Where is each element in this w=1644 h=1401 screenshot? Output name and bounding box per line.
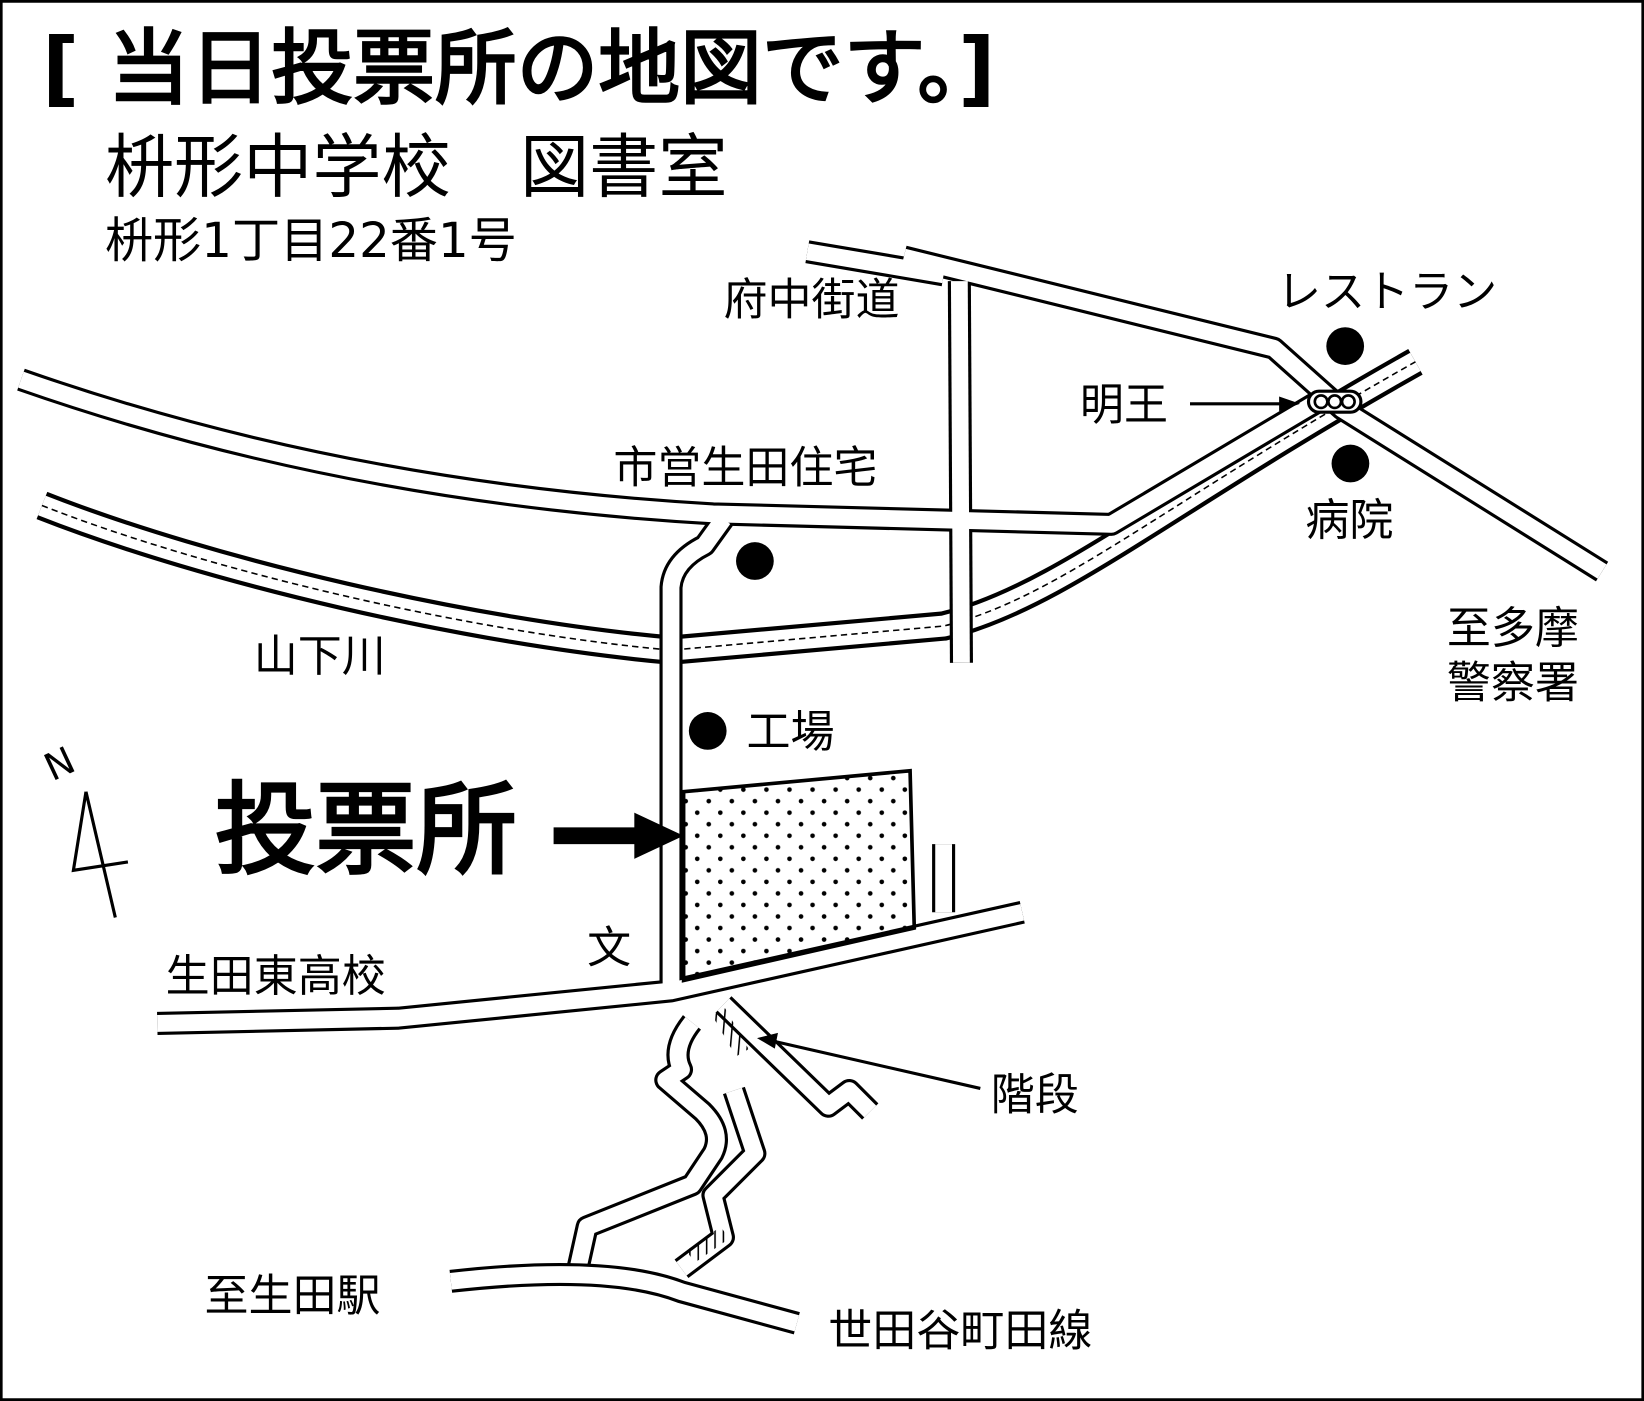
venue-name: 枡形中学校 図書室	[105, 128, 728, 208]
school-symbol: 文	[587, 923, 631, 974]
label-factory: 工場	[747, 707, 835, 758]
label-rail-line: 世田谷町田線	[828, 1305, 1092, 1356]
polling-place-area[interactable]	[681, 768, 917, 983]
stairs-lower	[686, 1226, 730, 1263]
stairs	[712, 1008, 749, 1057]
meio-arrow-icon	[1190, 396, 1301, 412]
label-polling-place: 投票所	[215, 772, 517, 889]
label-shiei-housing: 市営生田住宅	[613, 442, 877, 493]
factory-dot	[688, 712, 727, 750]
polling-place-arrow-icon	[553, 812, 684, 859]
label-hospital: 病院	[1305, 495, 1393, 546]
label-to-police-2: 警察署	[1447, 657, 1579, 708]
label-fuchu-kaido: 府中街道	[723, 275, 899, 326]
map-title: [ 当日投票所の地図です。]	[42, 22, 996, 117]
hospital-dot	[1331, 444, 1370, 483]
venue-address: 枡形1丁目22番1号	[105, 213, 517, 269]
label-stairs: 階段	[991, 1069, 1079, 1120]
label-to-station: 至生田駅	[204, 1271, 380, 1322]
restaurant-dot	[1326, 327, 1365, 365]
label-restaurant: レストラン	[1277, 266, 1497, 317]
landmark-dot	[736, 542, 774, 580]
roads	[17, 240, 1609, 1335]
traffic-light-icon	[1306, 389, 1363, 414]
label-yamashita-river: 山下川	[254, 631, 386, 682]
label-high-school: 生田東高校	[166, 951, 386, 1002]
river-waves	[41, 361, 1416, 651]
label-meio: 明王	[1080, 380, 1168, 431]
stairs-arrow-icon	[756, 1032, 981, 1090]
label-to-police-1: 至多摩	[1447, 603, 1579, 654]
